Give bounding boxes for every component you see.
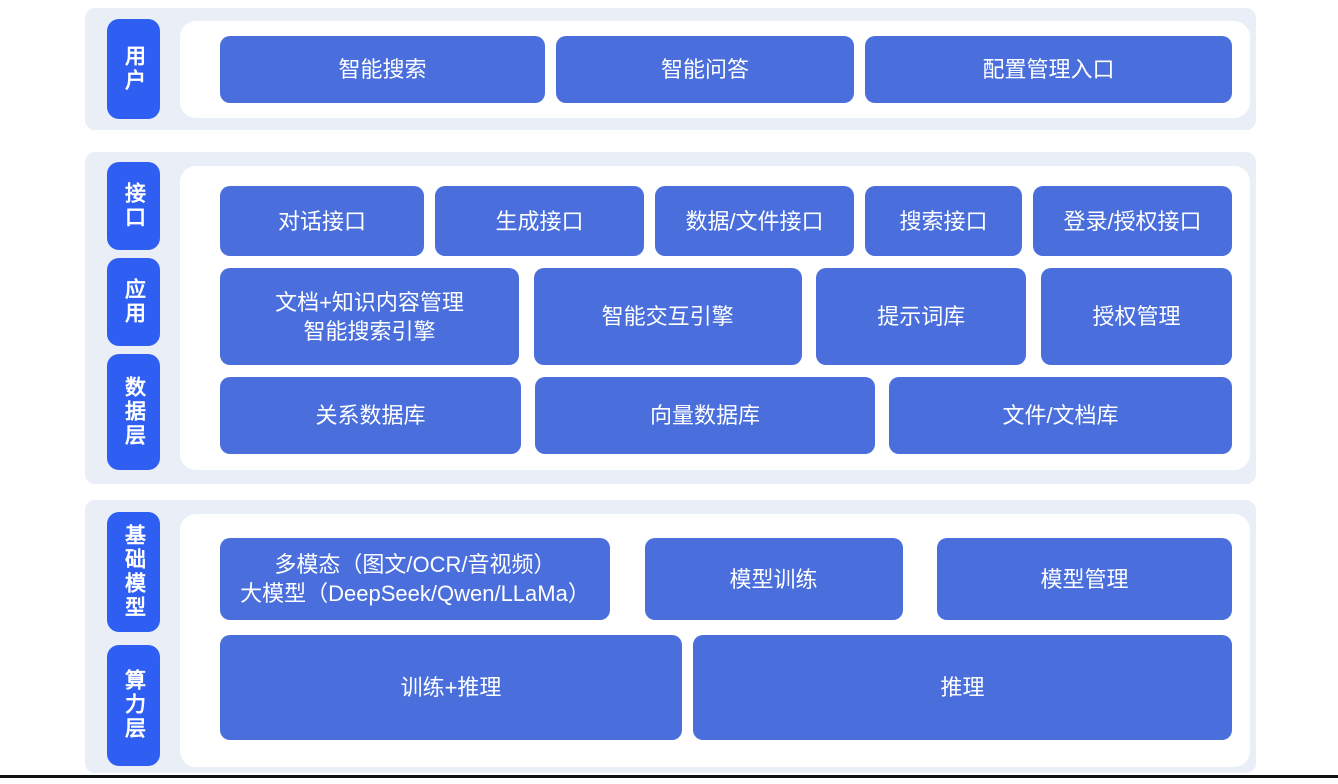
box-data-file-api: 数据/文件接口 xyxy=(655,186,854,256)
compute-row: 训练+推理 推理 xyxy=(220,635,1232,740)
box-login-auth-api: 登录/授权接口 xyxy=(1033,186,1232,256)
layer-label-column: 接口 应用 数据层 xyxy=(107,162,160,470)
layer-band-interface-app-data: 接口 应用 数据层 对话接口 生成接口 数据/文件接口 搜索接口 登录/授权接口… xyxy=(85,152,1256,484)
box-generation-api: 生成接口 xyxy=(435,186,644,256)
layer-band-foundation-compute: 基础模型 算力层 多模态（图文/OCR/音视频） 大模型（DeepSeek/Qw… xyxy=(85,500,1256,773)
application-row: 文档+知识内容管理 智能搜索引擎 智能交互引擎 提示词库 授权管理 xyxy=(220,268,1232,365)
box-prompt-library: 提示词库 xyxy=(816,268,1027,365)
foundation-model-row: 多模态（图文/OCR/音视频） 大模型（DeepSeek/Qwen/LLaMa）… xyxy=(220,538,1232,620)
box-intelligent-qa: 智能问答 xyxy=(556,36,854,103)
box-vector-db: 向量数据库 xyxy=(535,377,875,454)
box-authorization-management: 授权管理 xyxy=(1040,268,1232,365)
layer-label-data: 数据层 xyxy=(107,354,160,470)
user-layer-row: 智能搜索 智能问答 配置管理入口 xyxy=(220,36,1232,103)
layer-label-column: 基础模型 算力层 xyxy=(107,512,160,766)
layer-label-user: 用户 xyxy=(107,19,160,119)
bottom-divider-rule xyxy=(0,775,1338,778)
box-file-document-store: 文件/文档库 xyxy=(889,377,1232,454)
layer-band-user: 用户 智能搜索 智能问答 配置管理入口 xyxy=(85,8,1256,130)
base-layer-panel: 多模态（图文/OCR/音视频） 大模型（DeepSeek/Qwen/LLaMa）… xyxy=(180,514,1250,767)
box-intelligent-search: 智能搜索 xyxy=(220,36,545,103)
box-intelligent-interaction-engine: 智能交互引擎 xyxy=(533,268,802,365)
layer-label-foundation-model: 基础模型 xyxy=(107,512,160,632)
box-model-management: 模型管理 xyxy=(937,538,1232,620)
user-layer-panel: 智能搜索 智能问答 配置管理入口 xyxy=(180,21,1250,118)
layer-label-column: 用户 xyxy=(107,19,160,119)
box-doc-knowledge-search-engine: 文档+知识内容管理 智能搜索引擎 xyxy=(220,268,519,365)
box-model-training: 模型训练 xyxy=(644,538,903,620)
box-dialog-api: 对话接口 xyxy=(220,186,424,256)
box-inference: 推理 xyxy=(693,635,1232,740)
box-training-inference: 训练+推理 xyxy=(220,635,682,740)
data-row: 关系数据库 向量数据库 文件/文档库 xyxy=(220,377,1232,454)
box-config-management-entry: 配置管理入口 xyxy=(865,36,1232,103)
box-multimodal-llm: 多模态（图文/OCR/音视频） 大模型（DeepSeek/Qwen/LLaMa） xyxy=(220,538,610,620)
box-search-api: 搜索接口 xyxy=(865,186,1022,256)
layer-label-application: 应用 xyxy=(107,258,160,346)
interface-row: 对话接口 生成接口 数据/文件接口 搜索接口 登录/授权接口 xyxy=(220,186,1232,256)
mid-layer-panel: 对话接口 生成接口 数据/文件接口 搜索接口 登录/授权接口 文档+知识内容管理… xyxy=(180,166,1250,470)
layer-label-interface: 接口 xyxy=(107,162,160,250)
box-relational-db: 关系数据库 xyxy=(220,377,521,454)
layer-label-compute: 算力层 xyxy=(107,644,160,766)
